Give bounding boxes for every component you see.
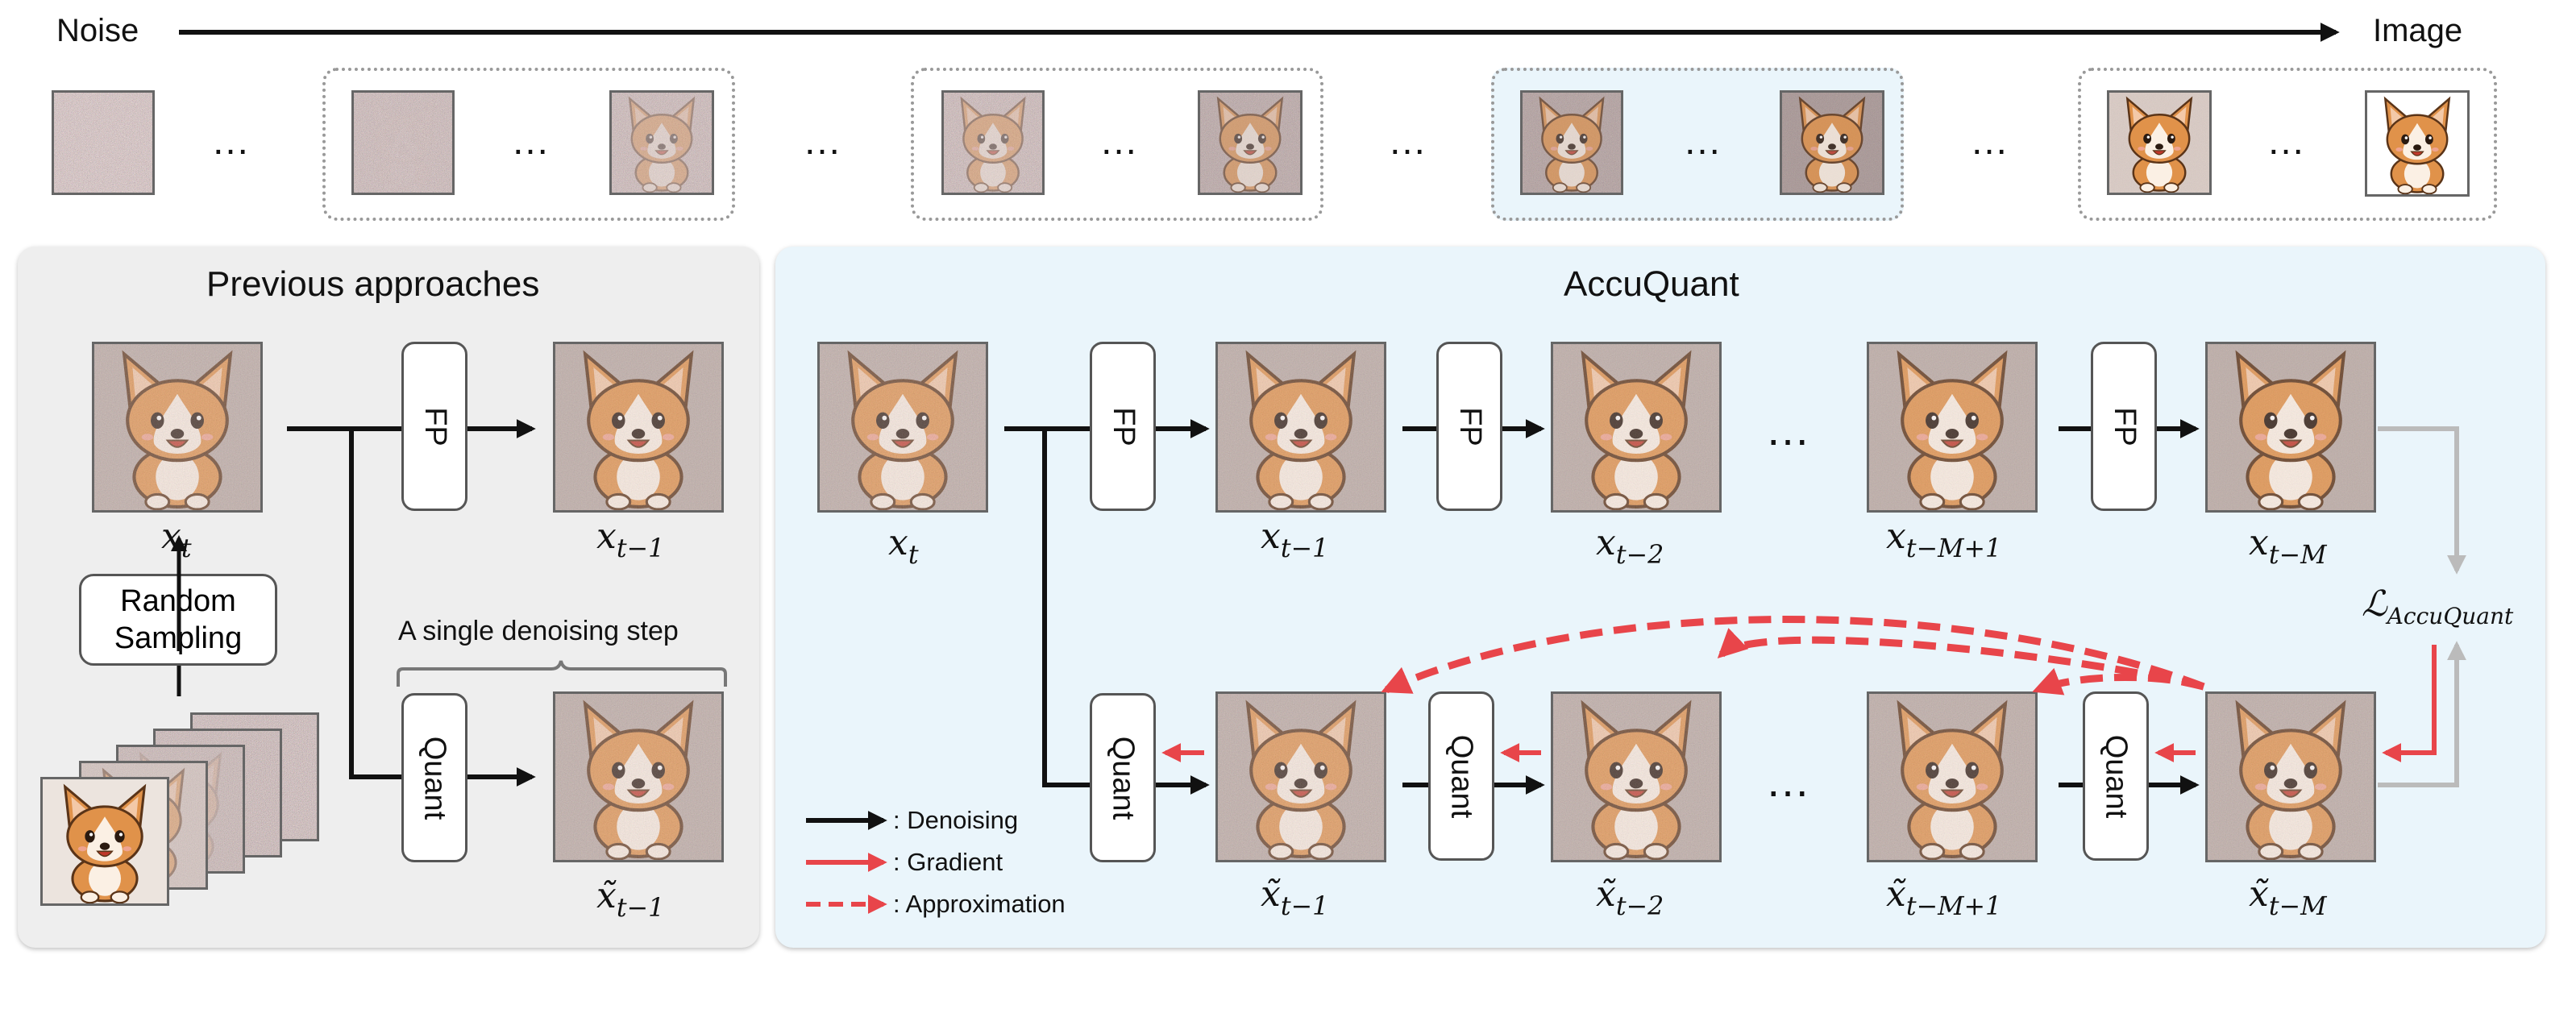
aq-quant-node-3: Quant: [2083, 691, 2149, 861]
aq-label-xtM: xt−M: [2249, 522, 2327, 571]
accuquant-title: AccuQuant: [1564, 264, 1739, 304]
noise-thumb-4a: [2107, 90, 2212, 195]
ellipsis-4: …: [1970, 120, 2009, 163]
aq-label-xtildeM1: x̃t−M+1: [1886, 874, 2002, 922]
aq-xtildeM-image: [2205, 691, 2376, 862]
image-label: Image: [2373, 13, 2463, 48]
prev-xt1-label: xt−1: [596, 516, 665, 564]
aq-xtM-image: [2205, 342, 2376, 513]
aq-top-ellipsis: …: [1765, 404, 1810, 455]
aq-label-xtilde1: x̃t−1: [1261, 874, 1329, 922]
ellipsis-3b: …: [1683, 120, 1722, 163]
noise-thumb-3b: [1780, 90, 1884, 195]
aq-label-xt: xt: [888, 522, 919, 571]
aq-label-xt1: xt−1: [1261, 516, 1329, 564]
aq-xtildeM1-image: [1867, 691, 2038, 862]
timeline-arrow: [179, 23, 2340, 42]
noise-thumb-1a: [351, 90, 455, 195]
aq-bottom-ellipsis: …: [1765, 755, 1810, 806]
timestep-group-1: [322, 68, 735, 221]
noise-thumb-2a: [941, 90, 1045, 195]
ellipsis-1: …: [211, 120, 250, 163]
ellipsis-2: …: [803, 120, 841, 163]
noise-thumb-0: [52, 90, 155, 195]
noise-thumb-1b: [609, 90, 714, 195]
timestep-group-2: [911, 68, 1323, 221]
aq-label-xtM1: xt−M+1: [1886, 516, 2002, 564]
noise-thumb-2b: [1198, 90, 1303, 195]
aq-xtM1-image: [1867, 342, 2038, 513]
ellipsis-3: …: [1388, 120, 1427, 163]
aq-xt2-image: [1551, 342, 1722, 513]
aq-xtilde1-image: [1215, 691, 1386, 862]
previous-approaches-title: Previous approaches: [206, 264, 540, 304]
aq-quant-node-1: Quant: [1090, 693, 1156, 862]
ellipsis-4b: …: [2266, 120, 2305, 163]
aq-fp-node-3: FP: [2091, 342, 2157, 511]
accuquant-loss-label: ℒAccuQuant: [2362, 583, 2514, 629]
sample-stack-1: [40, 777, 169, 906]
timestep-group-4: [2078, 68, 2497, 221]
legend-denoising: : Denoising: [893, 806, 1019, 834]
prev-xt-image: [92, 342, 263, 513]
prev-xtilde-label: x̃t−1: [596, 875, 665, 924]
noise-label: Noise: [56, 13, 139, 48]
clean-image-thumb: [2365, 90, 2470, 197]
aq-label-xt2: xt−2: [1596, 522, 1664, 571]
legend-gradient: : Gradient: [893, 848, 1003, 876]
noise-thumb-3a: [1520, 90, 1623, 195]
prev-fp-node: FP: [401, 342, 467, 511]
legend-approximation: : Approximation: [893, 890, 1066, 918]
aq-fp-node-2: FP: [1436, 342, 1502, 511]
aq-label-xtildeM: x̃t−M: [2249, 874, 2327, 922]
aq-fp-node-1: FP: [1090, 342, 1156, 511]
aq-xtilde2-image: [1551, 691, 1722, 862]
prev-quant-node: Quant: [401, 693, 467, 862]
aq-xt1-image: [1215, 342, 1386, 513]
prev-arrows: [171, 419, 727, 787]
single-denoising-step-label: A single denoising step: [398, 616, 679, 646]
prev-xtilde-image: [553, 691, 724, 862]
ellipsis-1b: …: [511, 120, 550, 163]
prev-xt1-image: [553, 342, 724, 513]
ellipsis-2b: …: [1099, 120, 1138, 163]
aq-label-xtilde2: x̃t−2: [1596, 874, 1664, 922]
aq-xt-image: [817, 342, 988, 513]
aq-quant-node-2: Quant: [1428, 691, 1494, 861]
